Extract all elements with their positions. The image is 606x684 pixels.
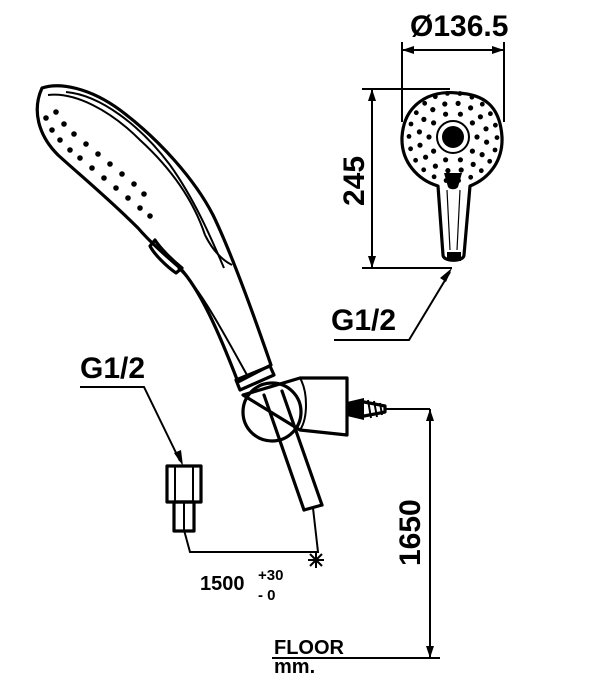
nozzle-dot [442,101,448,107]
side-view-hand-shower [35,84,276,392]
side-nozzle-dot [49,127,55,133]
nozzle-dot [458,167,464,173]
hose [183,389,324,568]
spray-nozzles [406,91,500,184]
hose-length-dimension: 1500 +30 - 0 [200,567,283,604]
nozzle-dot [494,135,500,141]
nozzle-dot [487,158,493,164]
hose-tolerance-plus: +30 [258,567,283,584]
nozzle-dot [406,134,412,139]
side-nozzle-dot [77,155,83,161]
nozzle-dot [423,154,429,160]
side-nozzle-dot [89,165,95,171]
side-nozzle-dot [57,137,63,143]
nozzle-dot [479,152,485,158]
nozzle-dot [431,174,437,180]
side-nozzle-dot [147,213,153,219]
side-nozzle-dot [141,191,147,197]
nozzle-dot [468,105,474,111]
nozzle-dot [469,148,475,154]
nozzle-dot [478,168,484,174]
nozzle-dot [457,111,463,117]
nozzle-dot [470,161,476,167]
nozzle-dot [479,101,485,107]
nozzle-dot [422,100,428,106]
nozzle-dot [457,157,463,163]
nozzle-dot [421,167,427,173]
side-nozzle-dot [137,205,143,211]
nozzle-dot [492,147,498,153]
side-nozzle-dot [53,109,59,115]
nozzle-dot [455,100,461,106]
thread-top-callout: G1/2 [331,268,452,341]
nozzle-dot [430,107,436,113]
nozzle-dot [421,116,427,122]
nozzle-dot [477,114,483,120]
nozzle-dot [408,121,414,127]
nozzle-dot [413,157,418,163]
head-height-label: 245 [338,156,371,206]
diameter-dimension: Ø136.5 [401,10,508,122]
nozzle-dot [469,120,475,126]
nozzle-dot [474,134,480,140]
front-view-shower-head [400,91,504,262]
nozzle-dot [445,91,450,96]
side-nozzle-dot [101,175,107,181]
side-nozzle-dot [119,171,125,177]
unit-label: mm. [274,656,315,678]
nozzle-dot [417,142,423,148]
nozzle-dot [426,134,432,140]
nozzle-dot [457,91,463,96]
nozzle-dot [432,94,438,100]
nozzle-dot [445,168,451,174]
thread-left-callout: G1/2 [80,352,183,466]
floor-line: FLOOR mm. [272,637,440,678]
side-nozzle-dot [71,131,77,137]
nozzle-dot [416,129,422,135]
wall-bracket [241,376,430,443]
hose-tolerance-minus: - 0 [258,587,276,604]
inlet-connector [165,464,203,533]
side-nozzle-dot [131,181,137,187]
side-nozzle-dot [107,161,113,167]
nozzle-dot [431,148,437,154]
nozzle-dot [488,111,493,117]
hose-length-label: 1500 [200,573,245,595]
nozzle-dot [443,111,449,117]
height-from-floor-dimension: 1650 [394,409,434,658]
height-from-floor-label: 1650 [394,499,427,566]
nozzle-dot [443,157,449,163]
nozzle-dot [432,163,438,169]
nozzle-dot [469,94,475,100]
hose-end-mark [308,552,324,568]
nozzle-dot [493,122,498,128]
nozzle-dot [413,110,419,116]
side-nozzle-dot [95,151,101,157]
nozzle-dot [431,120,437,126]
side-nozzles [43,109,153,219]
side-nozzle-dot [113,185,119,191]
head-height-dimension: 245 [338,88,452,269]
nozzle-dot [484,139,490,145]
nozzle-dot [468,174,474,180]
thread-left-label: G1/2 [80,352,145,385]
diameter-label: Ø136.5 [410,10,508,43]
side-nozzle-dot [43,115,49,121]
nozzle-dot [483,126,489,132]
floor-label: FLOOR [274,637,345,659]
thread-top-label: G1/2 [331,304,396,337]
side-nozzle-dot [67,147,73,153]
side-nozzle-dot [83,141,89,147]
side-nozzle-dot [61,121,67,127]
side-nozzle-dot [125,195,131,201]
nozzle-dot [408,146,413,152]
